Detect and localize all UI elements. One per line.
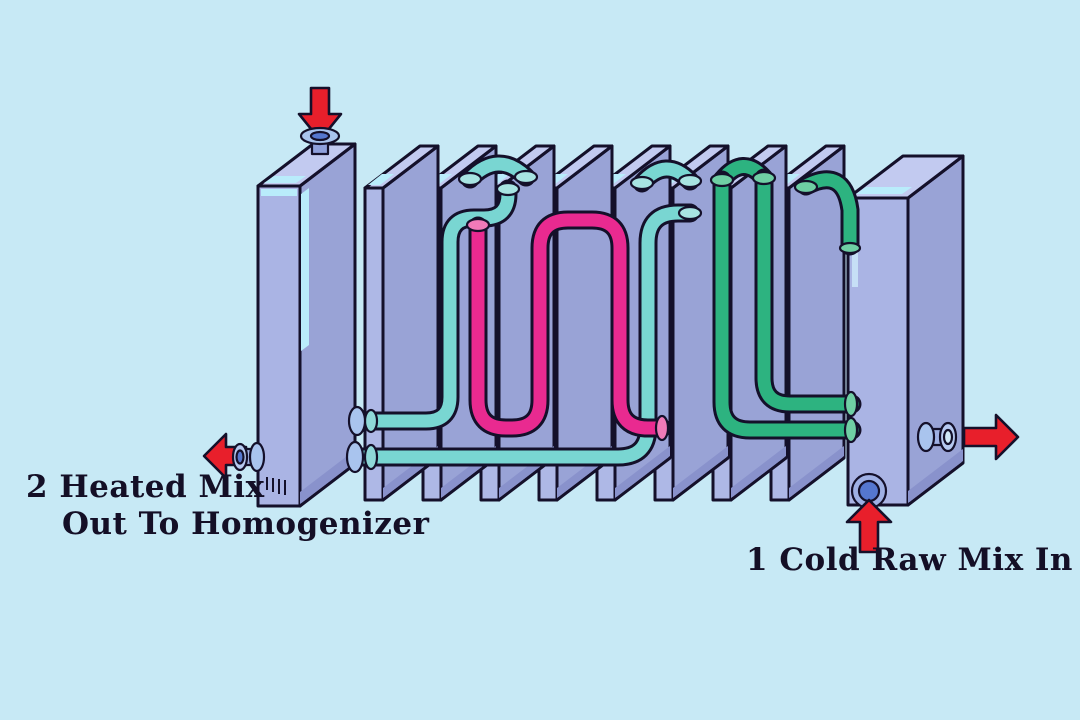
cold-inlet-assembly: [845, 472, 893, 554]
outlet-bore: [942, 428, 954, 446]
pipe-fitting: [838, 241, 862, 255]
pipe-fitting: [629, 175, 655, 191]
outlet-bore: [235, 449, 245, 465]
right-end-plate: [846, 154, 965, 507]
magenta-pipe: [465, 217, 670, 442]
up-arrow-icon: [845, 498, 893, 554]
pipe-flange: [843, 390, 859, 418]
pipe-flange: [843, 416, 859, 444]
pipe-flange: [654, 414, 670, 442]
plate-hatching: [266, 477, 286, 495]
outlet-flange: [916, 421, 936, 453]
inlet-bore: [309, 130, 331, 142]
label-cold-in: 1 Cold Raw Mix In: [746, 542, 1073, 578]
pipe-fitting: [677, 173, 703, 189]
right-arrow-icon: [962, 413, 1020, 461]
pipe-fitting: [513, 169, 539, 185]
pipe-fitting: [793, 179, 819, 195]
heated-outlet-assembly: [202, 432, 266, 480]
pipe-fitting: [709, 172, 735, 188]
outlet-flange: [248, 441, 266, 473]
pipe-fitting: [495, 181, 521, 197]
label-heated-out-line2: Out To Homogenizer: [62, 506, 430, 542]
teal-pipe: [354, 164, 703, 457]
left-plate-pipe-flanges: [345, 405, 379, 474]
pipe-fitting: [465, 217, 491, 233]
plate: [363, 144, 440, 502]
green-pipe: [709, 166, 862, 444]
pipe-fitting: [457, 171, 483, 187]
left-end-plate: [256, 142, 357, 508]
pipe-fitting: [677, 205, 703, 221]
inlet-bore: [857, 479, 881, 503]
right-outlet-assembly: [916, 413, 1020, 461]
pipe-fitting: [751, 170, 777, 186]
top-inlet-assembly: [297, 86, 343, 156]
label-heated-out-line1: 2 Heated Mix: [26, 469, 265, 505]
down-arrow-icon: [297, 86, 343, 142]
